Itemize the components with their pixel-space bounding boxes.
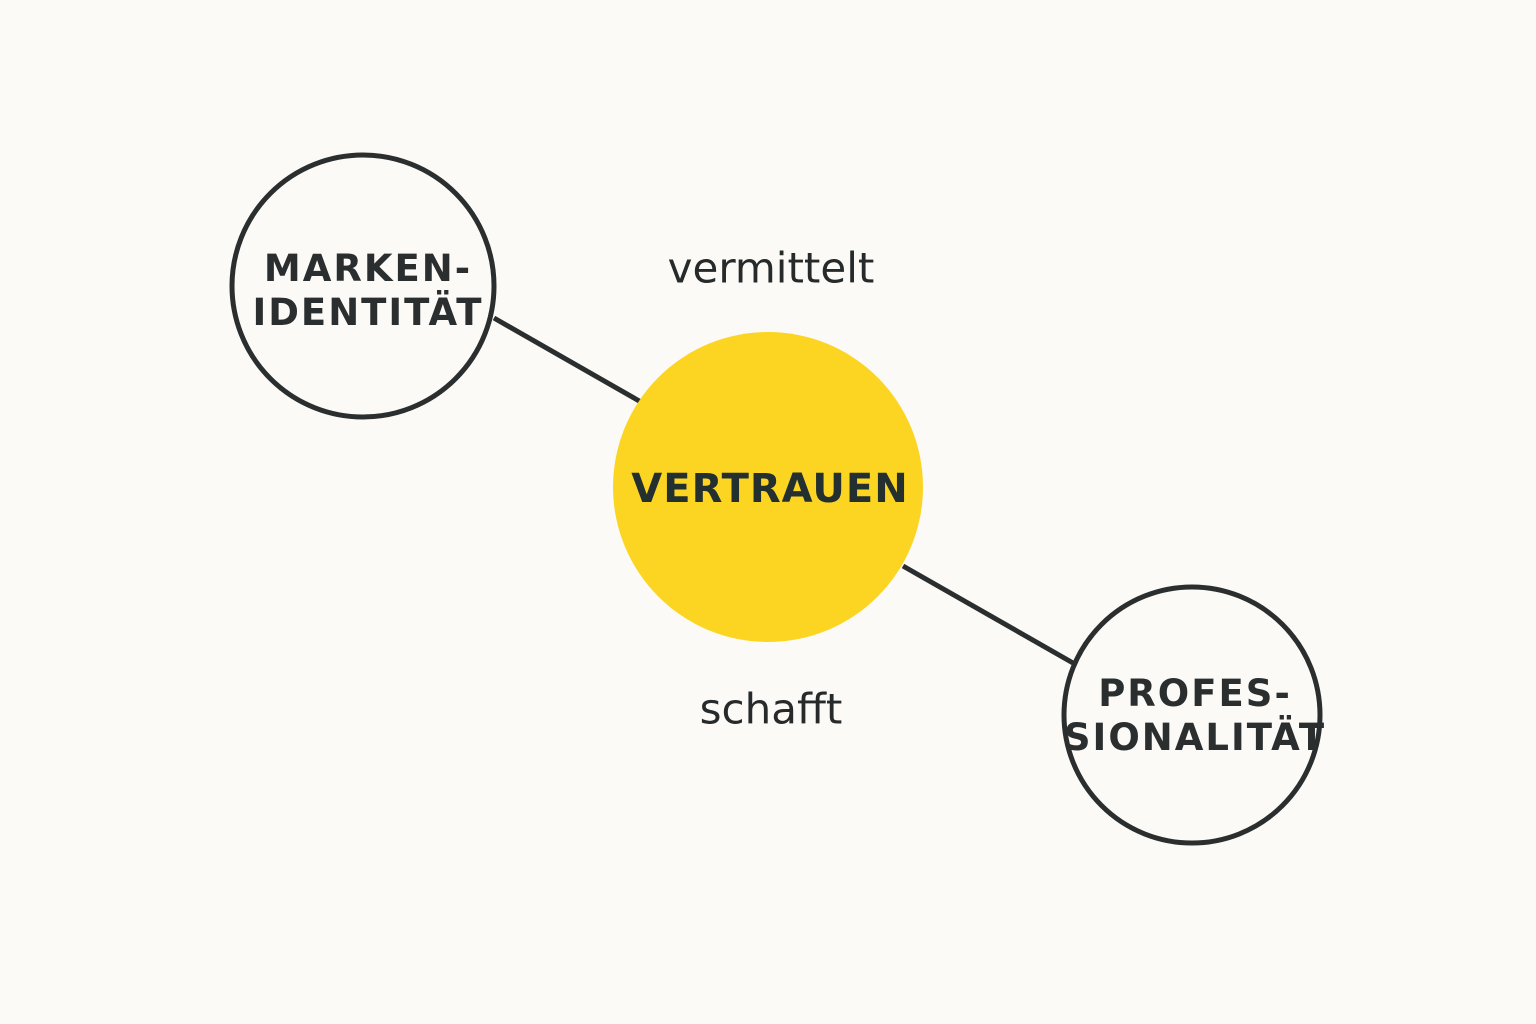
node-professionalitaet-label: PROFES- SIONALITÄT <box>1064 672 1326 760</box>
edge-label-vermittelt: vermittelt <box>667 243 875 293</box>
edge-vertrauen-professionalitaet <box>901 563 1075 666</box>
node-markenidentitaet-line1: MARKEN- <box>263 247 473 290</box>
node-markenidentitaet-circle <box>229 152 497 420</box>
node-markenidentitaet-line2: IDENTITÄT <box>252 291 484 334</box>
node-professionalitaet-line1: PROFES- <box>1098 672 1292 715</box>
node-professionalitaet-circle <box>1061 584 1323 846</box>
node-professionalitaet-line2: SIONALITÄT <box>1063 716 1327 759</box>
node-markenidentitaet-label: MARKEN- IDENTITÄT <box>252 247 483 335</box>
edge-label-schafft: schafft <box>699 684 843 734</box>
edge-markenidentitaet-vertrauen <box>492 315 643 405</box>
node-vertrauen-label: VERTRAUEN <box>631 466 909 512</box>
node-vertrauen-circle <box>613 332 923 642</box>
